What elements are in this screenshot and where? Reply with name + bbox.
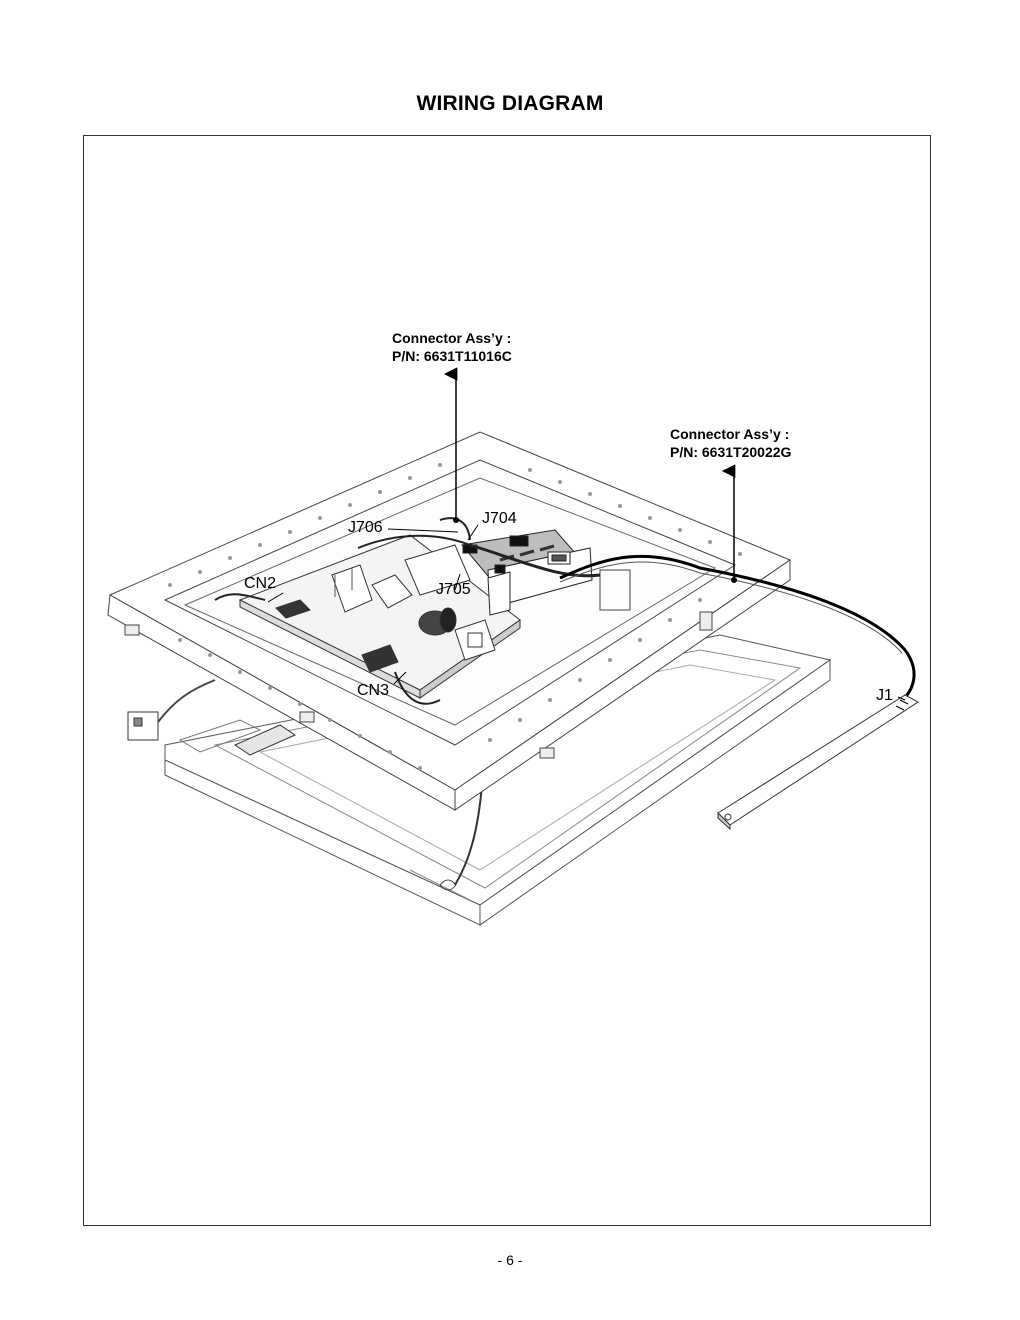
connector-callout-2-line1: Connector Ass’y : (670, 426, 790, 442)
connector-callout-1: Connector Ass’y : P/N: 6631T11016C (392, 329, 512, 365)
main-board (238, 534, 521, 699)
label-j1: J1 (876, 687, 893, 704)
connector-callout-2: Connector Ass’y : P/N: 6631T20022G (670, 425, 791, 461)
connector-callout-1-line1: Connector Ass’y : (392, 330, 512, 346)
lamp-connector-left (127, 679, 297, 756)
diagram-frame (83, 135, 931, 1226)
lvds-cable (559, 554, 916, 704)
label-j705: J705 (436, 581, 471, 598)
label-cn3: CN3 (357, 682, 390, 699)
connector-callout-1-part-number: P/N: 6631T11016C (392, 348, 512, 364)
label-j704: J704 (482, 510, 517, 527)
arrow-anchor-dot (453, 517, 459, 523)
wire-harness (214, 517, 601, 705)
connector-callout-2-part-number: P/N: 6631T20022G (670, 444, 792, 460)
label-j706: J706 (348, 519, 383, 536)
label-cn2: CN2 (244, 575, 277, 592)
page-number: - 6 - (497, 1252, 523, 1268)
j1-bracket (717, 694, 919, 831)
label-leaders (267, 524, 906, 701)
arrow-anchor-dot (731, 577, 737, 583)
page-title: WIRING DIAGRAM (416, 92, 604, 115)
interface-board (461, 529, 593, 616)
lamp-cable (454, 784, 483, 886)
